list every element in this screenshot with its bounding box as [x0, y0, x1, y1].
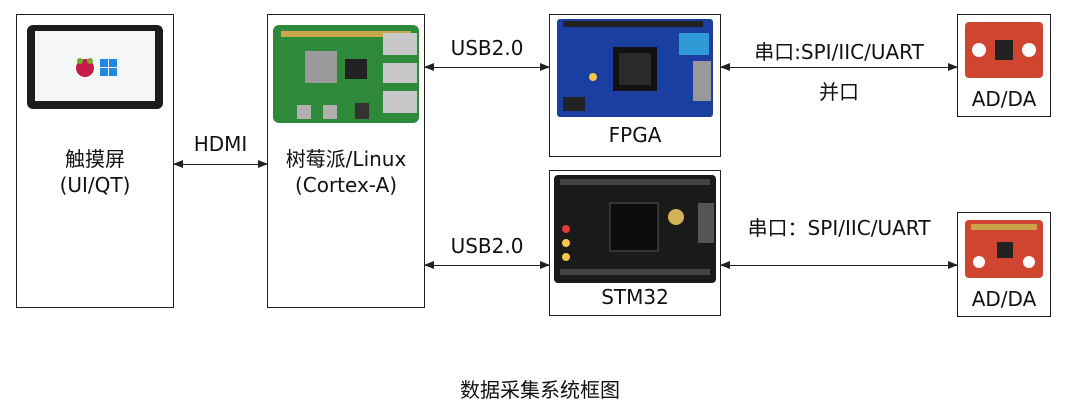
adda-bottom-sensor-image	[965, 220, 1043, 278]
hdmi-label: HDMI	[193, 132, 248, 156]
adda-top-label: AD/DA	[971, 87, 1037, 111]
arrow-left-icon	[720, 63, 730, 71]
fpga-adda-connection-arrow	[720, 63, 958, 71]
touchscreen-block: 触摸屏 (UI/QT)	[16, 14, 174, 308]
arrow-right-icon	[258, 160, 268, 168]
raspberry-pi-board-image	[273, 25, 419, 123]
arrow-right-icon	[540, 63, 550, 71]
diagram-caption: 数据采集系统框图	[460, 378, 620, 402]
fpga-serial-label: 串口:SPI/IIC/UART	[754, 40, 924, 64]
stm32-label: STM32	[601, 285, 669, 309]
usb-top-connection-arrow	[424, 63, 550, 71]
arrow-right-icon	[948, 261, 958, 269]
arrow-left-icon	[720, 261, 730, 269]
adda-top-block: AD/DA	[957, 14, 1051, 117]
arrow-left-icon	[173, 160, 183, 168]
adda-top-sensor-image	[965, 22, 1043, 78]
arrow-left-icon	[424, 63, 434, 71]
usb-top-label: USB2.0	[450, 36, 524, 60]
arrow-right-icon	[948, 63, 958, 71]
stm32-block: STM32	[549, 170, 721, 316]
adda-bottom-block: AD/DA	[957, 212, 1051, 317]
hdmi-connection-arrow	[173, 160, 268, 168]
adda-bottom-label: AD/DA	[971, 287, 1037, 311]
touchscreen-title: 触摸屏	[65, 147, 125, 171]
fpga-label: FPGA	[608, 123, 662, 147]
raspberry-pi-block: 树莓派/Linux (Cortex-A)	[267, 14, 425, 308]
touchscreen-image	[27, 25, 163, 109]
touchscreen-subtitle: (UI/QT)	[59, 173, 131, 197]
usb-bottom-connection-arrow	[424, 261, 550, 269]
raspberry-pi-title: 树莓派/Linux	[285, 147, 407, 171]
stm32-adda-connection-arrow	[720, 261, 958, 269]
fpga-parallel-label: 并口	[819, 80, 859, 104]
stm32-serial-label: 串口：SPI/IIC/UART	[747, 216, 931, 240]
stm32-board-image	[554, 175, 716, 283]
usb-bottom-label: USB2.0	[450, 234, 524, 258]
fpga-block: FPGA	[549, 14, 721, 157]
raspberry-pi-subtitle: (Cortex-A)	[294, 173, 398, 197]
fpga-board-image	[557, 19, 713, 117]
arrow-left-icon	[424, 261, 434, 269]
arrow-right-icon	[540, 261, 550, 269]
